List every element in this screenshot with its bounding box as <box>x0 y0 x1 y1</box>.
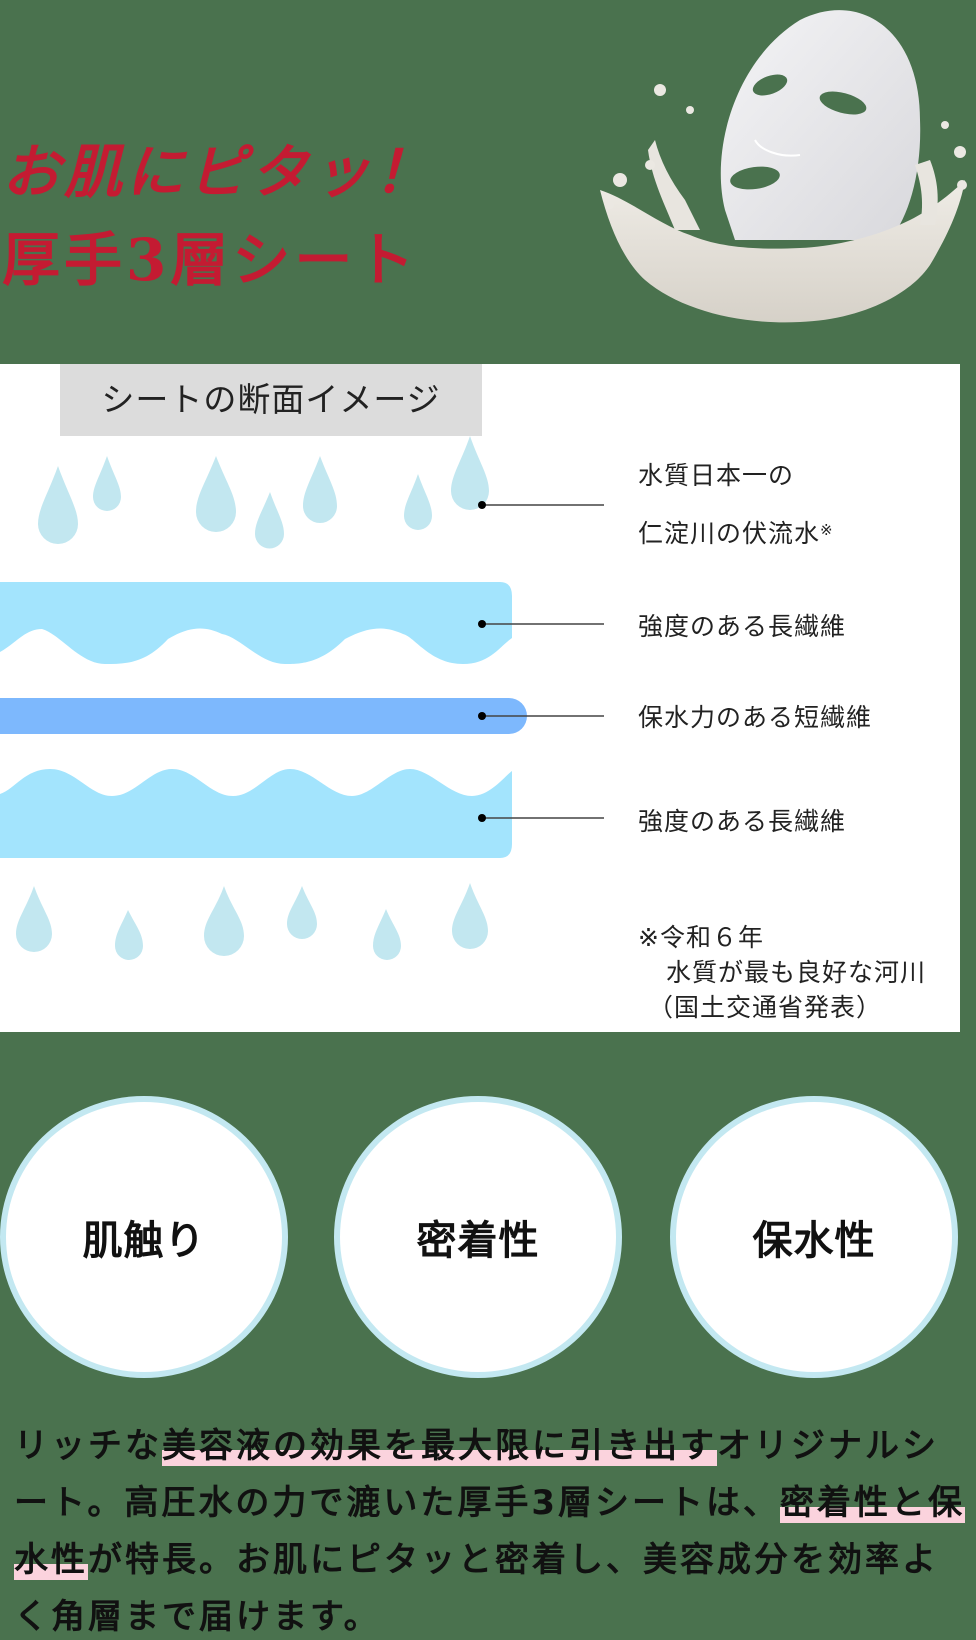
water-drops-bottom-icon <box>16 883 488 960</box>
water-drops-top-icon <box>38 436 489 549</box>
long-fiber-layer-top <box>0 582 512 664</box>
product-description: リッチな美容液の効果を最大限に引き出すオリジナルシート。高圧水の力で漉いた厚手3… <box>14 1418 974 1640</box>
footnote-line-1: ※令和６年 <box>638 923 764 952</box>
feature-adhesion: 密着性 <box>334 1096 622 1378</box>
layer-label-long-fiber-bottom: 強度のある長繊維 <box>638 807 847 836</box>
footnote-line-2: 水質が最も良好な河川 <box>666 958 927 987</box>
feature-skin-feel: 肌触り <box>0 1096 288 1378</box>
description-text: が特長。お肌にピタッと密着し、美容成分を効率よく角層まで届けます。 <box>14 1540 939 1637</box>
description-highlight: 美容液の効果を最大限に引き出す <box>162 1426 717 1466</box>
description-text: リッチな <box>14 1426 162 1466</box>
feature-moisture-retention: 保水性 <box>670 1096 958 1378</box>
face-mask-milk-splash-icon <box>560 0 976 330</box>
layer-label-long-fiber-top: 強度のある長繊維 <box>638 612 847 641</box>
footnote: ※令和６年 水質が最も良好な河川 （国土交通省発表） <box>638 920 926 1025</box>
sheet-cross-section-diagram: シートの断面イメージ 水質日本一の 仁淀川の伏流水※ 強度のある長繊維 保水力の… <box>0 364 960 1032</box>
long-fiber-layer-bottom <box>0 769 512 858</box>
feature-circles: 肌触り 密着性 保水性 <box>0 1096 976 1378</box>
footnote-line-3: （国土交通省発表） <box>648 993 883 1022</box>
short-fiber-layer <box>0 698 527 734</box>
leader-dots <box>478 501 486 822</box>
headline-line-2: 厚手3層シート <box>2 226 419 294</box>
diagram-title: シートの断面イメージ <box>60 364 482 436</box>
cross-section-illustration <box>0 436 604 960</box>
footnote-mark: ※ <box>820 521 834 539</box>
headline: お肌にピタッ！ 厚手3層シート <box>2 128 436 304</box>
layer-label-water-line-1: 水質日本一の <box>638 461 795 490</box>
layer-label-water-line-2: 仁淀川の伏流水※ <box>638 519 834 548</box>
leader-lines <box>482 504 604 819</box>
description-text: オリジナルシート。高圧水の力で漉いた厚手3層シートは、 <box>14 1426 939 1523</box>
headline-line-1: お肌にピタッ！ <box>2 138 437 206</box>
layer-label-short-fiber: 保水力のある短繊維 <box>638 703 873 732</box>
